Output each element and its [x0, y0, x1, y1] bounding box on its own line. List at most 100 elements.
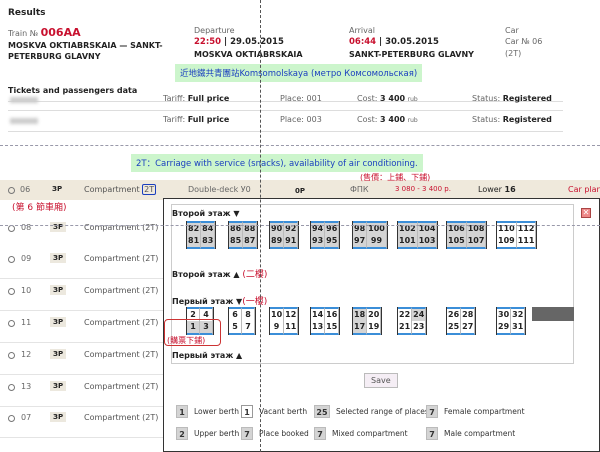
seat[interactable]: 17 — [353, 321, 368, 335]
seat[interactable]: 15 — [325, 321, 340, 335]
car-row[interactable]: 11 ЗР Compartment (2T) — [0, 316, 163, 332]
car-plan-link[interactable]: Car plan — [568, 185, 600, 194]
selected-seat-annotation: (購票下鋪) — [164, 319, 221, 346]
seat[interactable]: 9 — [270, 321, 285, 335]
seat[interactable]: 100 — [367, 221, 387, 235]
seat[interactable]: 21 — [398, 321, 413, 335]
seat[interactable]: 8 — [242, 307, 255, 321]
seat[interactable]: 84 — [201, 221, 216, 235]
seat[interactable]: 89 — [270, 235, 285, 249]
close-icon[interactable]: ✕ — [581, 208, 591, 218]
car-row[interactable]: 12 ЗР Compartment (2T) — [0, 348, 163, 364]
seat[interactable]: 11 — [284, 321, 299, 335]
car-deck: Double-deck У0 — [188, 185, 251, 194]
car-row[interactable]: 10 ЗР Compartment (2T) — [0, 284, 163, 300]
seat[interactable]: 99 — [367, 235, 387, 249]
seat[interactable]: 25 — [447, 321, 462, 335]
lower-deck-collapse[interactable]: Первый этаж ▲ — [172, 351, 243, 360]
seat[interactable]: 87 — [243, 235, 258, 249]
seat[interactable]: 85 — [229, 235, 244, 249]
car-radio[interactable] — [8, 415, 15, 422]
seat[interactable]: 97 — [353, 235, 368, 249]
seat[interactable]: 5 — [229, 321, 242, 335]
seat[interactable]: 92 — [284, 221, 299, 235]
car-class: ЗР — [50, 222, 67, 232]
seat[interactable]: 91 — [284, 235, 299, 249]
seat[interactable]: 2 — [187, 307, 200, 321]
upper-deck-toggle[interactable]: Второй этаж ▼ — [172, 209, 240, 218]
upper-deck-collapse[interactable]: Второй этаж ▲ (二樓) — [172, 270, 268, 280]
seat[interactable]: 4 — [200, 307, 213, 321]
seat[interactable]: 102 — [398, 221, 418, 235]
seat[interactable]: 31 — [511, 321, 526, 335]
seat[interactable]: 103 — [417, 235, 438, 249]
seat[interactable]: 82 — [187, 221, 202, 235]
car-row[interactable]: 07 ЗР Compartment (2T) — [0, 411, 163, 427]
seat[interactable]: 90 — [270, 221, 285, 235]
train-info: Train № 006AA — [8, 26, 81, 39]
seat[interactable]: 95 — [325, 235, 340, 249]
seat[interactable]: 7 — [242, 321, 255, 335]
seat[interactable]: 19 — [367, 321, 382, 335]
seat[interactable]: 14 — [311, 307, 326, 321]
car-radio[interactable] — [8, 225, 15, 232]
price-annotation: (售價：上鋪、下鋪) — [360, 173, 431, 182]
seat[interactable]: 94 — [311, 221, 326, 235]
seat[interactable]: 18 — [353, 307, 368, 321]
car-class: ЗР — [50, 381, 67, 391]
seat[interactable]: 10 — [270, 307, 285, 321]
car-radio[interactable] — [8, 320, 15, 327]
car-row[interactable]: 08 ЗР Compartment (2T) — [0, 221, 163, 237]
seat[interactable]: 101 — [398, 235, 418, 249]
car-num: 06 — [20, 185, 31, 194]
seat[interactable]: 106 — [447, 221, 467, 235]
seat[interactable]: 81 — [187, 235, 202, 249]
seat[interactable]: 24 — [412, 307, 427, 321]
seat[interactable]: 27 — [461, 321, 476, 335]
seat[interactable]: 98 — [353, 221, 368, 235]
seat[interactable]: 112 — [516, 221, 537, 235]
save-button[interactable]: Save — [364, 373, 398, 388]
car-type: (2T) — [505, 49, 522, 58]
car-radio[interactable] — [8, 288, 15, 295]
car-radio[interactable] — [8, 352, 15, 359]
seat[interactable]: 26 — [447, 307, 462, 321]
car-radio[interactable] — [8, 384, 15, 391]
seat[interactable]: 83 — [201, 235, 216, 249]
seat[interactable]: 108 — [466, 221, 487, 235]
lower-deck-toggle[interactable]: Первый этаж ▼(一樓) — [172, 297, 268, 307]
seat[interactable]: 16 — [325, 307, 340, 321]
seat[interactable]: 1 — [187, 321, 200, 335]
seat[interactable]: 88 — [243, 221, 258, 235]
seat[interactable]: 20 — [367, 307, 382, 321]
car-row-selected[interactable]: 06 ЗР Compartment 2T Double-deck У0 0Р Ф… — [0, 180, 600, 200]
seat[interactable]: 12 — [284, 307, 299, 321]
seat[interactable]: 86 — [229, 221, 244, 235]
seat[interactable]: 32 — [511, 307, 526, 321]
car-radio[interactable] — [8, 187, 15, 194]
seat[interactable]: 104 — [417, 221, 438, 235]
seat[interactable]: 110 — [497, 221, 517, 235]
seat[interactable]: 6 — [229, 307, 242, 321]
seat[interactable]: 109 — [497, 235, 517, 249]
seat[interactable]: 28 — [461, 307, 476, 321]
car-row[interactable]: 09 ЗР Compartment (2T) — [0, 252, 163, 268]
seat[interactable]: 107 — [466, 235, 487, 249]
car-carrier: ФПК — [350, 185, 369, 194]
seat[interactable]: 105 — [447, 235, 467, 249]
seat[interactable]: 3 — [200, 321, 213, 335]
car-radio[interactable] — [8, 256, 15, 263]
car-type: Compartment (2T) — [84, 318, 159, 327]
car-row[interactable]: 13 ЗР Compartment (2T) — [0, 380, 163, 396]
car-num: 09 — [21, 254, 32, 263]
seat[interactable]: 111 — [516, 235, 537, 249]
seat[interactable]: 30 — [497, 307, 512, 321]
seat[interactable]: 22 — [398, 307, 413, 321]
car-type: Compartment (2T) — [84, 286, 159, 295]
seat[interactable]: 96 — [325, 221, 340, 235]
seat[interactable]: 23 — [412, 321, 427, 335]
seat[interactable]: 93 — [311, 235, 326, 249]
seat[interactable]: 13 — [311, 321, 326, 335]
seat[interactable]: 29 — [497, 321, 512, 335]
